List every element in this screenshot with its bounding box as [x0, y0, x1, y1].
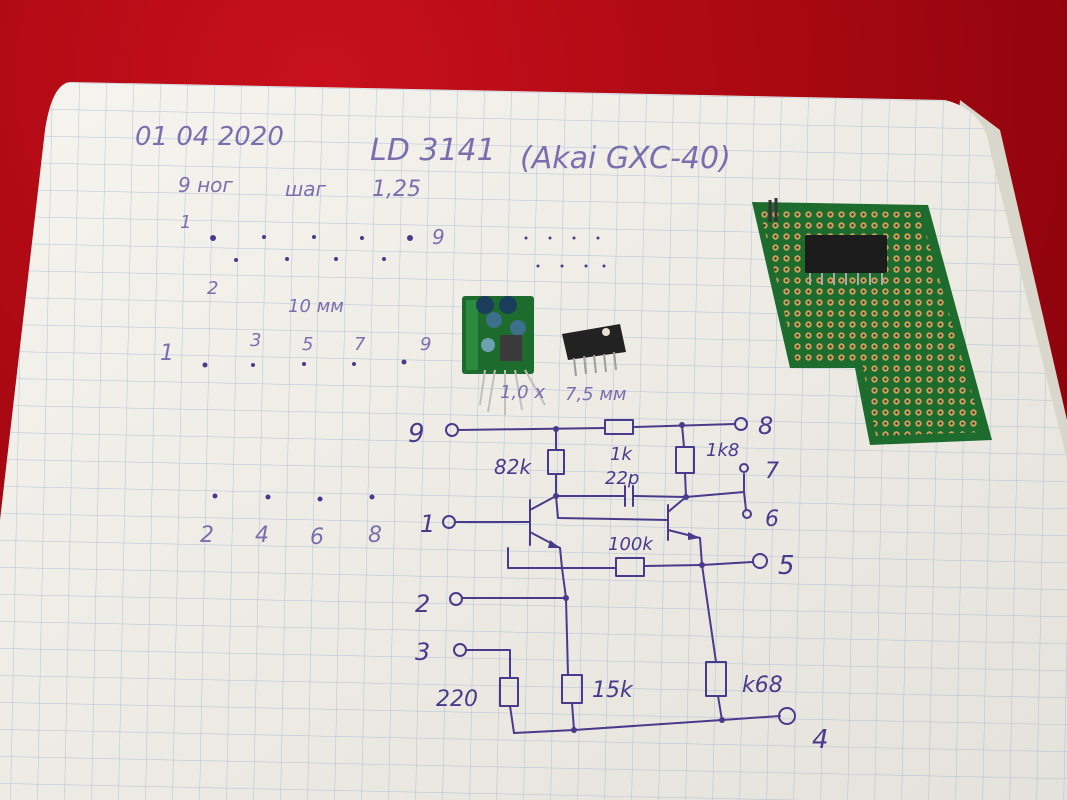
row2-label-9: 9	[420, 334, 431, 355]
row1-last-label: 9	[432, 225, 445, 249]
resistor-220-label: 220	[436, 687, 478, 712]
pin-4-label: 4	[812, 725, 829, 755]
pin-8-label: 8	[758, 412, 773, 440]
perfboard	[752, 198, 992, 445]
row2-label-6: 6	[310, 525, 324, 550]
pitch-label: 9 ног	[178, 173, 233, 197]
resistor-82k-label: 82k	[494, 455, 532, 479]
schematic: 9 1k 8 82k 1k8 22p 7 6 1	[408, 412, 829, 755]
pin-7-label: 7	[765, 459, 779, 484]
resistor-k68-label: k68	[742, 673, 783, 698]
header-part: LD 3141	[370, 133, 496, 168]
resistor-k68	[705, 661, 727, 697]
pin-2-label: 2	[415, 590, 430, 618]
row2-even-labels: 2 4 6 8	[200, 523, 382, 550]
header-date: 01 04 2020	[135, 122, 284, 152]
pin-9-label: 9	[408, 419, 425, 449]
row2-label-7: 7	[354, 334, 366, 355]
resistor-100k-label: 100k	[608, 534, 654, 555]
row2-label-2: 2	[200, 523, 214, 548]
row2-label-5: 5	[302, 334, 313, 355]
row1-first-label: 1	[180, 212, 191, 233]
size-note: 7,5 мм	[565, 384, 627, 405]
pitch-value: 1,25	[372, 177, 421, 202]
row2-label-1: 1	[160, 341, 174, 366]
pin-6-label: 6	[765, 507, 779, 532]
loose-ic-chip	[562, 324, 626, 377]
row2-even-dots	[212, 493, 375, 502]
size-note-prefix: 1,0 x	[500, 382, 545, 403]
adapter-board	[462, 296, 546, 415]
header-source: (Akai GXC-40)	[520, 141, 731, 176]
resistor-15k-label: 15k	[592, 678, 634, 703]
row2-odd-labels: 1 3 5 7 9	[160, 330, 431, 366]
pin-1-label: 1	[420, 510, 435, 538]
pitch-word: шаг	[285, 177, 327, 201]
resistor-1k8-label: 1k8	[706, 440, 739, 461]
row2-label-3: 3	[250, 330, 261, 351]
spacing-note: 10 мм	[288, 296, 344, 317]
row2-odd-dots	[202, 359, 407, 368]
row1-second-label: 2	[207, 278, 218, 299]
row1-dots	[210, 235, 606, 268]
row2-label-8: 8	[368, 523, 382, 548]
row2-label-4: 4	[255, 523, 269, 548]
capacitor-22p-label: 22p	[605, 468, 639, 489]
pin-5-label: 5	[778, 551, 795, 581]
pin-3-label: 3	[415, 638, 430, 666]
resistor-1k-label: 1k	[610, 444, 633, 465]
